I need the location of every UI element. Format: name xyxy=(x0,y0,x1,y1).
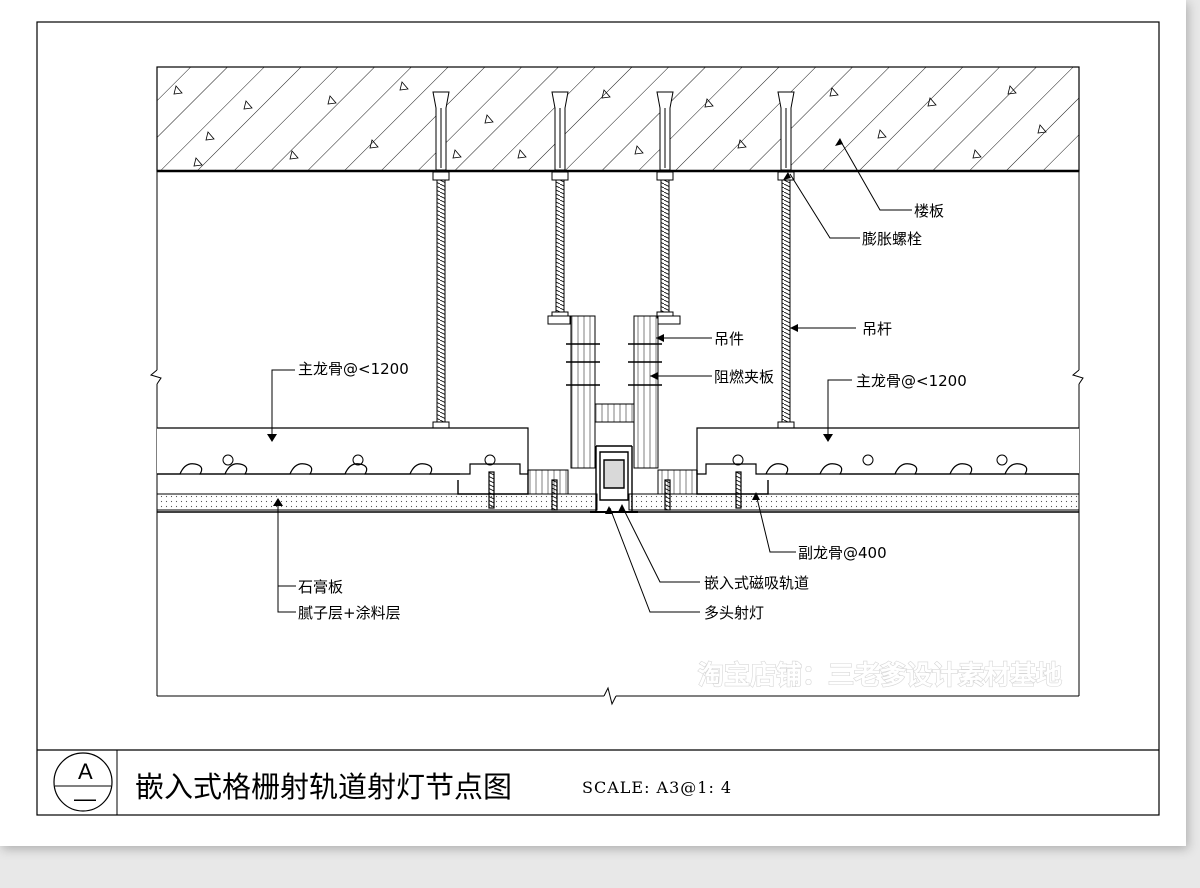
detail-symbol xyxy=(53,752,113,812)
label-multi-spotlight: 多头射灯 xyxy=(704,604,764,622)
bolt-nut xyxy=(432,171,450,181)
hanger-rods xyxy=(432,91,795,429)
label-putty-coating: 腻子层+涂料层 xyxy=(298,604,401,622)
label-main-keel-right: 主龙骨@<1200 xyxy=(856,372,967,390)
detail-code-bottom: — xyxy=(74,786,96,811)
drawing-scale: SCALE: A3@1: 4 xyxy=(582,778,732,797)
detail-drawing: 楼板 膨胀螺栓 吊杆 吊件 阻燃夹板 主龙骨@<1200 主龙骨@<1200 副… xyxy=(36,21,1160,816)
fire-resistant-boards xyxy=(527,315,698,495)
leader-arrowheads xyxy=(267,138,843,514)
hanger-rod-4 xyxy=(781,179,791,427)
rod-nut xyxy=(432,421,450,429)
hanger-rod-2 xyxy=(555,179,565,317)
detail-code-top: A xyxy=(78,759,93,784)
label-hanger-fitting: 吊件 xyxy=(714,330,744,348)
gypsum-board xyxy=(156,493,1080,513)
floor-slab xyxy=(156,66,1080,173)
magnetic-track xyxy=(590,445,638,513)
drawing-sheet: 楼板 膨胀螺栓 吊杆 吊件 阻燃夹板 主龙骨@<1200 主龙骨@<1200 副… xyxy=(0,0,1186,846)
watermark: 淘宝店铺：三老爹设计素材基地 xyxy=(698,660,1062,691)
leader-lines xyxy=(271,139,912,613)
title-block: A — 嵌入式格栅射轨道射灯节点图 SCALE: A3@1: 4 xyxy=(37,749,1159,815)
bolt-nut xyxy=(551,171,569,181)
hanger-rod-3 xyxy=(660,179,670,317)
hanger-rod-1 xyxy=(436,179,446,427)
label-expansion-bolt: 膨胀螺栓 xyxy=(862,230,922,248)
label-floor-slab: 楼板 xyxy=(914,202,944,220)
main-keel-right xyxy=(696,427,1079,475)
drawing-frame xyxy=(36,21,1160,816)
label-gypsum-board: 石膏板 xyxy=(298,578,343,596)
main-keel-left xyxy=(157,427,529,475)
label-main-keel-left: 主龙骨@<1200 xyxy=(298,360,409,378)
rod-nut xyxy=(777,421,795,429)
label-fire-board: 阻燃夹板 xyxy=(714,368,774,386)
drawing-title: 嵌入式格栅射轨道射灯节点图 xyxy=(135,770,512,804)
label-hanger-rod: 吊杆 xyxy=(862,320,892,338)
label-sub-keel: 副龙骨@400 xyxy=(798,544,887,562)
boundary-lines xyxy=(149,171,1084,706)
label-magnetic-track: 嵌入式磁吸轨道 xyxy=(704,574,809,592)
bolt-nut xyxy=(656,171,674,181)
screws xyxy=(488,471,742,511)
